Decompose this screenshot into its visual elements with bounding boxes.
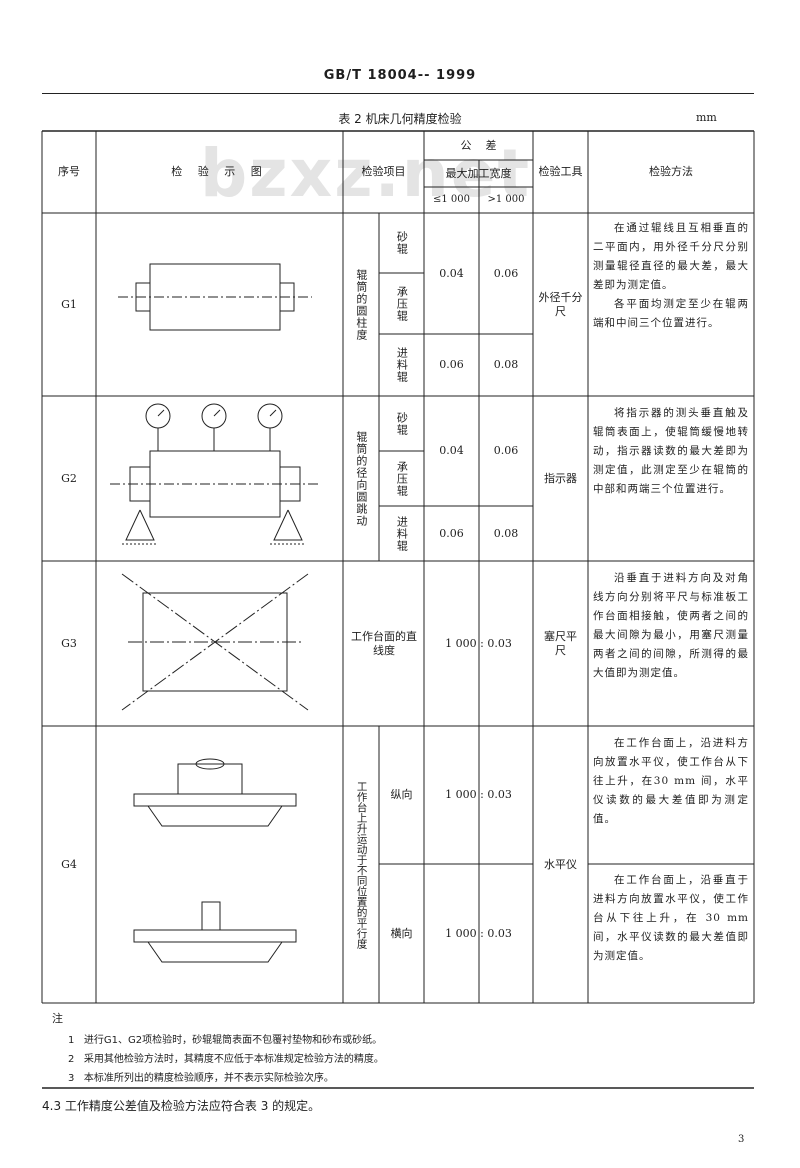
row-g2-method: 将指示器的测头垂直触及辊筒表面上，使辊筒缓慢地转动，指示器读数的最大差即为测定值… (593, 404, 749, 499)
row-g4-method-b-p1: 在工作台面上，沿垂直于进料方向放置水平仪，使工作台从下往上升，在 30 mm 间… (593, 874, 749, 962)
row-g4-method-a: 在工作台面上，沿进料方向放置水平仪，使工作台从下往上升，在30 mm 间，水平仪… (593, 734, 749, 829)
row-g2-sub-1: 砂辊 (395, 411, 409, 436)
col-header-diagram: 检 验 示 图 (171, 165, 268, 179)
standard-header: GB/T 18004-- 1999 (323, 68, 477, 83)
row-g1-sub-1: 砂辊 (395, 231, 409, 255)
row-g3-no: G3 (61, 636, 77, 650)
row-g1-tol-b-gt: 0.08 (493, 358, 519, 372)
g1-roller-diagram (118, 263, 312, 331)
note-1: 1 进行G1、G2项检验时，砂辊辊筒表面不包覆衬垫物和砂布或砂纸。 (68, 1031, 748, 1046)
row-g3-tool: 塞尺平尺 (544, 629, 577, 657)
row-g1-method-p2: 各平面均测定至少在辊两端和中间三个位置进行。 (593, 298, 749, 329)
row-g2-no: G2 (61, 471, 77, 485)
row-g2-tool: 指示器 (544, 471, 577, 485)
note-3-number: 3 (68, 1073, 75, 1084)
row-g4-method-b: 在工作台面上，沿垂直于进料方向放置水平仪，使工作台从下往上升，在 30 mm 间… (593, 871, 749, 966)
col-header-tool: 检验工具 (538, 165, 583, 179)
row-g2-tol-b-gt: 0.08 (493, 526, 519, 540)
row-g1-tol-a-le: 0.04 (439, 266, 464, 280)
note-3-text: 本标准所列出的精度检验顺序，并不表示实际检验次序。 (83, 1073, 334, 1084)
row-g2-tol-b-le: 0.06 (439, 526, 464, 540)
row-g4-tool: 水平仪 (544, 857, 577, 871)
g4-longitudinal-diagram (133, 758, 297, 827)
row-g4-sub-a: 纵向 (390, 788, 413, 802)
row-g1-tol-b-le: 0.06 (439, 358, 464, 372)
row-g1-tol-a-gt: 0.06 (493, 266, 519, 280)
row-g1-no: G1 (61, 297, 77, 311)
row-g2-tol-a-gt: 0.06 (493, 444, 519, 458)
col-header-width-le: ≤1 000 (432, 193, 470, 205)
section-4-3-text: 4.3 工作精度公差值及检验方法应符合表 3 的规定。 (42, 1099, 321, 1113)
table-caption: 表 2 机床几何精度检验 (338, 112, 462, 126)
note-2: 2 采用其他检验方法时，其精度不应低于本标准规定检验方法的精度。 (68, 1050, 748, 1065)
row-g4-sub-b: 横向 (390, 926, 413, 940)
row-g2-sub-3: 进料辊 (395, 515, 409, 552)
page-number: 3 (738, 1134, 745, 1145)
note-1-number: 1 (68, 1035, 75, 1046)
row-g2-sub-2: 承压辊 (395, 460, 409, 497)
row-g2-item: 辊筒的径向圆跳动 (354, 430, 368, 527)
note-1-text: 进行G1、G2项检验时，砂辊辊筒表面不包覆衬垫物和砂布或砂纸。 (83, 1035, 383, 1046)
row-g1-sub-2: 承压辊 (395, 285, 409, 322)
watermark: bzxz.net (200, 135, 532, 212)
col-header-max-width: 最大加工宽度 (445, 166, 512, 180)
col-header-width-gt: >1 000 (487, 193, 525, 205)
row-g1-tool: 外径千分尺 (538, 290, 583, 318)
row-g1-item: 辊筒的圆柱度 (354, 268, 368, 341)
g2-indicator-diagram (110, 403, 320, 545)
row-g3-method: 沿垂直于进料方向及对角线方向分别将平尺与标准板工作台面相接触，使两者之间的最大间… (593, 569, 749, 683)
row-g1-method-p1: 在通过辊线且互相垂直的二平面内，用外径千分尺分别测量辊径直径的最大差，最大差即为… (593, 222, 749, 291)
note-3: 3 本标准所列出的精度检验顺序，并不表示实际检验次序。 (68, 1069, 748, 1084)
row-g1-method: 在通过辊线且互相垂直的二平面内，用外径千分尺分别测量辊径直径的最大差，最大差即为… (593, 219, 749, 333)
row-g3-item: 工作台面的直线度 (351, 629, 417, 657)
notes-label: 注 (52, 1012, 63, 1025)
row-g1-sub-3: 进料辊 (395, 347, 409, 383)
row-g4-item: 工作台上升运动于不同位置的平行度 (355, 780, 368, 949)
col-header-item: 检验项目 (361, 165, 406, 179)
row-g4-method-a-p1: 在工作台面上，沿进料方向放置水平仪，使工作台从下往上升，在30 mm 间，水平仪… (593, 737, 749, 825)
col-header-method: 检验方法 (649, 165, 693, 179)
row-g2-tol-a-le: 0.04 (439, 444, 464, 458)
note-2-text: 采用其他检验方法时，其精度不应低于本标准规定检验方法的精度。 (83, 1054, 384, 1065)
row-g3-tol: 1 000 : 0.03 (445, 636, 512, 650)
row-g3-method-p1: 沿垂直于进料方向及对角线方向分别将平尺与标准板工作台面相接触，使两者之间的最大间… (593, 572, 749, 679)
row-g4-tol-b: 1 000 : 0.03 (445, 926, 512, 940)
note-2-number: 2 (68, 1054, 75, 1065)
g4-transverse-diagram (133, 901, 297, 963)
header-rule (42, 93, 754, 94)
g3-flatness-diagram (121, 573, 309, 711)
col-header-tolerance: 公 差 (460, 138, 497, 152)
col-header-no: 序号 (58, 165, 80, 179)
row-g2-method-p1: 将指示器的测头垂直触及辊筒表面上，使辊筒缓慢地转动，指示器读数的最大差即为测定值… (593, 407, 749, 495)
table-unit: mm (696, 111, 717, 124)
row-g4-tol-a: 1 000 : 0.03 (445, 788, 512, 802)
row-g4-no: G4 (61, 857, 77, 871)
